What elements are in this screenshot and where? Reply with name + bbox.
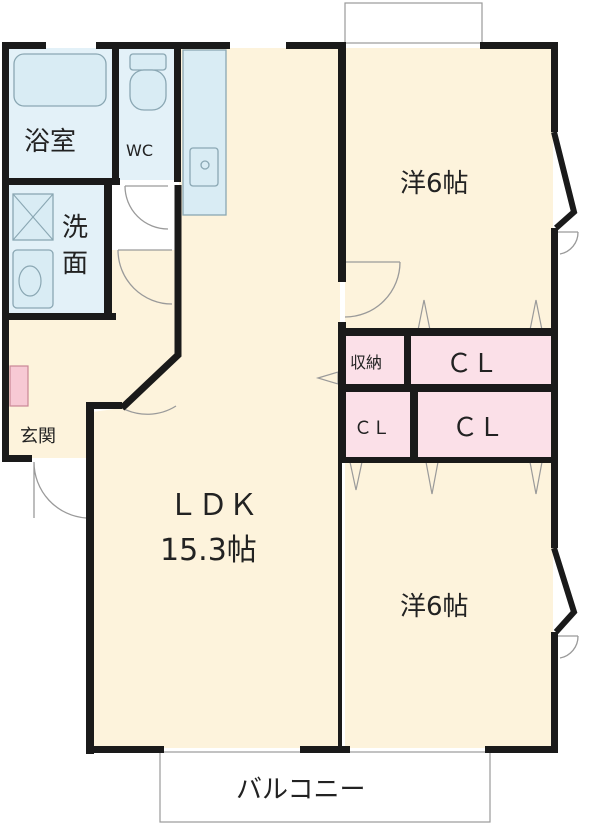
- toilet-door-swing: [124, 185, 169, 230]
- hall-wall: [119, 185, 182, 411]
- wall-segment: [2, 455, 32, 462]
- wall-segment: [2, 42, 9, 462]
- basin-bowl-icon: [18, 265, 42, 297]
- wall-segment: [300, 746, 350, 753]
- arrow-marker: [417, 299, 431, 331]
- wc-label: WC: [126, 141, 153, 160]
- room-labels: 浴室 WC 洗 面 玄関 ＬＤＫ 15.3帖 洋6帖 洋6帖 収納 ＣＬ ＣＬ …: [20, 127, 504, 805]
- storage-label: 収納: [350, 353, 382, 372]
- shoe-box-icon: [9, 365, 29, 407]
- washroom-door-swing: [117, 249, 173, 305]
- bathtub-icon: [13, 53, 107, 107]
- toilet-bowl-icon: [129, 69, 167, 111]
- wall-segment: [551, 632, 558, 753]
- bay-wall: [551, 547, 578, 635]
- corner-window-bottom-arc: [556, 635, 579, 659]
- storage-floor: [345, 336, 407, 388]
- wall-segment: [286, 42, 346, 49]
- western-bottom-label: 洋6帖: [400, 592, 469, 622]
- closet-mid-right-label: ＣＬ: [452, 413, 504, 443]
- wall-segment: [338, 328, 558, 336]
- wall-segment: [485, 746, 558, 753]
- wall-segment: [338, 462, 342, 752]
- entrance-label: 玄関: [20, 426, 56, 447]
- closet-mid-left-label: ＣＬ: [354, 418, 390, 439]
- wall-segment: [404, 330, 411, 392]
- closet-top-floor: [410, 336, 553, 388]
- closet-mid-right-floor: [418, 392, 553, 458]
- wall-segment: [338, 384, 558, 392]
- ldk-size-label: 15.3帖: [160, 533, 257, 568]
- western-room-top-floor: [345, 48, 553, 333]
- washing-machine-cross-b: [12, 193, 54, 241]
- arrow-marker: [529, 461, 543, 495]
- wall-segment: [174, 42, 181, 182]
- western-top-label: 洋6帖: [400, 169, 469, 199]
- wall-segment: [86, 746, 164, 753]
- window-frames: [159, 2, 491, 823]
- arrow-marker: [425, 461, 439, 495]
- bay-wall: [551, 131, 578, 231]
- wall-segment: [96, 42, 230, 49]
- entrance-floor: [8, 408, 92, 458]
- kitchen-counter-icon: [182, 49, 227, 216]
- washroom-label-line1: 洗: [62, 213, 88, 243]
- wall-segment: [2, 42, 46, 49]
- arrow-marker: [529, 299, 543, 331]
- western-room-bottom-floor: [345, 460, 553, 748]
- wall-segment: [410, 386, 418, 460]
- wash-basin-icon: [12, 249, 54, 309]
- entrance-door-swing: [33, 461, 87, 519]
- corner-window-top-arc: [556, 231, 579, 255]
- ldk-floor: [92, 48, 340, 748]
- kitchen-sink-icon: [189, 147, 219, 187]
- wall-segment: [2, 313, 116, 320]
- fixtures: [9, 49, 227, 407]
- wall-segment: [104, 178, 112, 318]
- washroom-label-line2: 面: [62, 249, 88, 279]
- wall-segment: [338, 42, 346, 282]
- wall-segment: [86, 402, 122, 409]
- arrow-marker: [349, 461, 363, 491]
- closet-top-label: ＣＬ: [446, 349, 498, 379]
- wall-segment: [86, 402, 94, 754]
- western-top-door-swing: [344, 261, 401, 318]
- wall-segment: [480, 42, 558, 49]
- bath-label: 浴室: [24, 127, 76, 157]
- walls: [2, 42, 578, 754]
- wall-segment: [551, 42, 558, 132]
- wall-segment: [112, 42, 119, 182]
- toilet-tank-icon: [129, 53, 167, 71]
- closet-mid-left-floor: [345, 392, 410, 458]
- ldk-name-label: ＬＤＫ: [168, 488, 258, 523]
- top-bay-window: [344, 2, 483, 44]
- wall-segment: [2, 178, 120, 185]
- balcony-label: バルコニー: [236, 775, 365, 805]
- wall-segment: [338, 457, 558, 463]
- balcony: [159, 751, 491, 823]
- stove-burner-icon: [200, 160, 210, 170]
